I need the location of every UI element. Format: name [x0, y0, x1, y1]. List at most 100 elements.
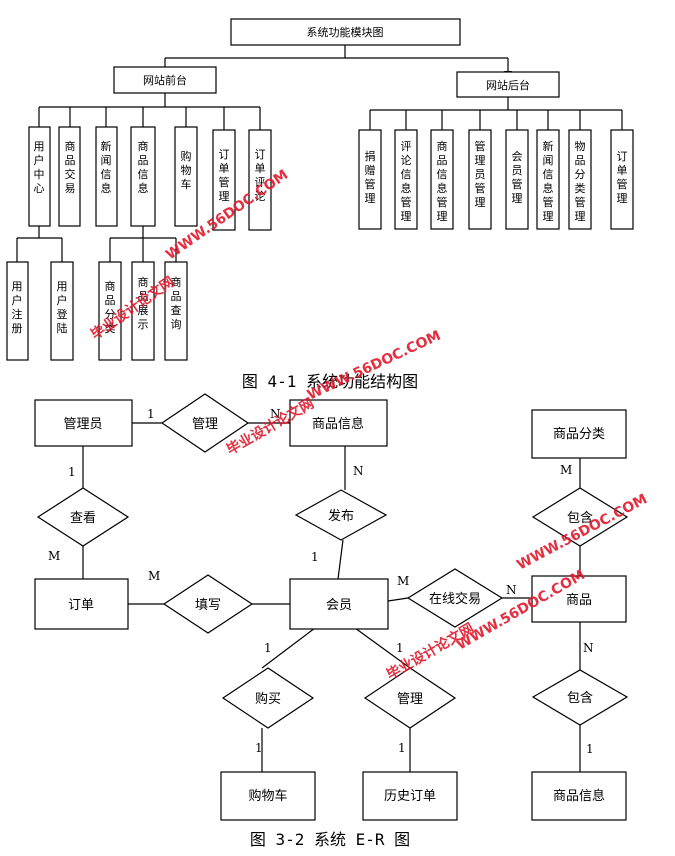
cardinality: M: [148, 569, 160, 583]
module-label: 商品展示: [138, 275, 149, 331]
watermark-url: WWW.56DOC.COM: [305, 328, 443, 404]
entity-goodsinfo-top-box: [289, 399, 388, 447]
relation-trade-diamond: [406, 568, 504, 628]
front-module-box: [248, 129, 272, 231]
cardinality: N: [506, 583, 517, 597]
cardinality: 1: [147, 407, 155, 421]
front-module-box: [58, 126, 81, 227]
module-label: 用户中心: [34, 140, 45, 195]
back-module-box: [505, 129, 529, 230]
front-module-box: [212, 129, 236, 231]
cardinality: 1: [586, 742, 594, 756]
goods-sub-box: [131, 261, 155, 361]
cardinality: 1: [311, 550, 319, 564]
module-label: 订单评论: [255, 148, 266, 203]
entity-goods-box: [531, 575, 627, 623]
back-module-box: [568, 129, 592, 230]
relation-manage2-diamond: [363, 667, 457, 729]
module-label: 新闻信息: [101, 139, 112, 195]
relation-fill: 填写: [195, 598, 221, 613]
cardinality: 1: [255, 741, 263, 755]
relation-publish-diamond: [294, 489, 388, 541]
module-label: 商品分类: [105, 279, 116, 335]
back-module-box: [394, 129, 418, 230]
front-module-box: [95, 126, 118, 227]
cardinality: 1: [396, 641, 404, 655]
module-label: 商品查询: [171, 275, 182, 331]
caption-1: 图 4-1 系统功能结构图: [242, 372, 418, 391]
module-label: 物品分类管理: [575, 139, 586, 223]
back-module-box: [536, 129, 560, 230]
vertical-labels: 用户中心商品交易新闻信息商品信息购物车订单管理订单评论用户注册用户登陆商品分类商…: [12, 139, 628, 335]
entity-member-box: [289, 578, 389, 630]
cardinality: N: [353, 464, 364, 478]
entity-admin-box: [34, 399, 133, 447]
entity-goodsinfo: 商品信息: [553, 788, 605, 804]
root-label: 系统功能模块图: [307, 25, 384, 39]
relation-buy: 购买: [255, 691, 281, 707]
cardinality: N: [583, 641, 594, 655]
goods-sub-box: [98, 261, 122, 361]
caption-2: 图 3-2 系统 E-R 图: [250, 830, 410, 849]
cardinality: M: [560, 463, 572, 477]
cardinality: M: [48, 549, 60, 563]
entity-goods: 商品: [566, 593, 592, 608]
front-module-box: [130, 126, 156, 227]
back-module-box: [468, 129, 492, 230]
module-label: 商品交易: [65, 139, 76, 195]
entity-member: 会员: [326, 598, 352, 613]
back-module-box: [430, 129, 454, 230]
module-label: 评论信息管理: [401, 140, 412, 223]
relation-view-diamond: [36, 487, 130, 547]
module-label: 新闻信息管理: [543, 139, 554, 223]
relation-buy-diamond: [221, 667, 315, 729]
module-label: 会员管理: [512, 150, 523, 205]
module-label: 订单管理: [617, 150, 628, 205]
relation-contain1: 包含: [567, 510, 593, 526]
relation-contain2: 包含: [567, 690, 593, 706]
relation-publish: 发布: [328, 508, 354, 524]
entity-category: 商品分类: [553, 427, 605, 442]
back-box: [456, 71, 560, 98]
entity-order: 订单: [68, 598, 94, 613]
entity-category-box: [531, 409, 627, 459]
user-sub-box: [50, 261, 74, 361]
front-label: 网站前台: [143, 73, 187, 87]
cardinality: 1: [398, 741, 406, 755]
cardinality: N: [270, 407, 281, 421]
module-label: 商品信息: [138, 139, 149, 195]
root-box: [230, 18, 461, 46]
relation-manage2: 管理: [397, 692, 423, 707]
module-label: 商品信息管理: [437, 139, 448, 223]
module-label: 捐赠管理: [365, 149, 376, 205]
back-module-box: [358, 129, 382, 230]
module-label: 用户注册: [12, 280, 23, 335]
module-label: 管理员管理: [475, 139, 486, 209]
relation-trade: 在线交易: [429, 591, 481, 607]
entity-history-box: [362, 771, 458, 821]
front-box: [113, 66, 217, 94]
relation-fill-diamond: [162, 574, 254, 634]
goods-sub-box: [164, 261, 188, 361]
back-label: 网站后台: [486, 78, 530, 92]
cardinality: 1: [264, 641, 272, 655]
module-label: 购物车: [181, 149, 192, 191]
back-module-box: [610, 129, 634, 230]
relation-contain1-diamond: [531, 487, 629, 547]
entity-goodsinfo-top: 商品信息: [312, 416, 364, 432]
relation-manage: 管理: [192, 417, 218, 432]
cardinality: M: [397, 574, 409, 588]
user-sub-box: [6, 261, 29, 361]
relation-contain2-diamond: [531, 669, 629, 726]
relation-manage-diamond: [160, 393, 250, 453]
front-module-box: [28, 126, 51, 227]
entity-order-box: [34, 578, 129, 630]
module-label: 订单管理: [219, 148, 230, 203]
entity-cart-box: [220, 771, 316, 821]
entity-cart: 购物车: [248, 788, 287, 804]
cardinality: 1: [68, 465, 76, 479]
front-module-box: [174, 126, 198, 227]
relation-view: 查看: [70, 510, 96, 526]
entity-history: 历史订单: [384, 789, 436, 804]
